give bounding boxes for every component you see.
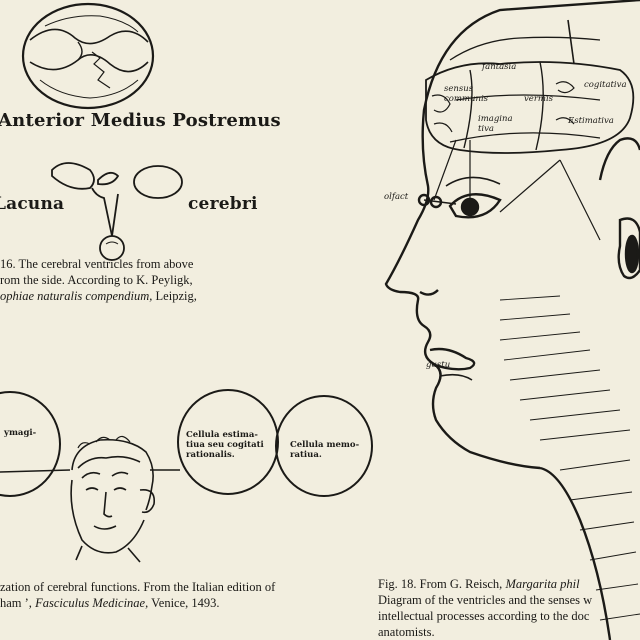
cell-circles	[0, 389, 373, 497]
fig18-caption-lead: Fig. 18. From G. Reisch,	[378, 577, 506, 591]
fig18-caption-line4: anatomists.	[378, 625, 435, 639]
lacuna-label: Lacuna	[0, 194, 65, 214]
fig18-caption: Fig. 18. From G. Reisch, Margarita phil …	[378, 576, 592, 640]
fig18-caption-line1: Fig. 18. From G. Reisch, Margarita phil	[378, 576, 592, 592]
fig17-caption-line1: zation of cerebral functions. From the I…	[0, 580, 276, 594]
memorativa-cell-label: Cellula memo- ratiua.	[290, 440, 360, 460]
ventricle-side-view	[51, 162, 183, 261]
cerebri-label: cerebri	[188, 194, 258, 214]
fig17-caption-lead: ham ’,	[0, 596, 36, 610]
fantasia-label: fantasia	[482, 62, 517, 72]
estimativa-label: Estimativa	[568, 116, 614, 126]
fig17-caption-title: Fasciculus Medicinae,	[35, 596, 149, 610]
fig16-caption-line2: rom the side. According to K. Peyligk,	[0, 273, 193, 287]
fig18-caption-line3: intellectual processes according to the …	[378, 609, 590, 623]
sensus-communis-label: sensus communis	[444, 84, 489, 104]
fig16-caption: 16. The cerebral ventricles from above r…	[0, 256, 197, 304]
fig16-caption-place: Leipzig,	[152, 289, 197, 303]
fig16-caption-title: ophiae naturalis compendium,	[0, 289, 153, 303]
fig17-caption: zation of cerebral functions. From the I…	[0, 579, 275, 611]
imaginativa-label: imagina tiva	[478, 114, 513, 134]
fig16-caption-line1: 16. The cerebral ventricles from above	[0, 257, 194, 271]
gustus-label: gustu	[426, 360, 451, 370]
fig18-caption-title: Margarita phil	[505, 577, 580, 591]
small-head-drawing	[70, 435, 156, 563]
brain-oval-figure	[21, 2, 155, 110]
cogitativa-label: cogitativa	[584, 80, 627, 90]
ventricle-order-label: Anterior Medius Postremus	[0, 110, 281, 131]
fig17-caption-line2: ham ’, Fasciculus Medicinae, Venice, 149…	[0, 595, 275, 611]
large-head-profile	[384, 0, 640, 640]
fig16-caption-line3: ophiae naturalis compendium, Leipzig,	[0, 288, 197, 304]
vermis-label: vermis	[524, 94, 554, 104]
imaginativa-cell-label: ymagi-	[4, 428, 37, 438]
fig18-caption-line2: Diagram of the ventricles and the senses…	[378, 593, 593, 607]
estimativa-cell-label: Cellula estima- tiua seu cogitati ration…	[186, 430, 264, 460]
fig17-caption-place: Venice, 1493.	[148, 596, 220, 610]
olfactus-label: olfact	[384, 192, 409, 202]
